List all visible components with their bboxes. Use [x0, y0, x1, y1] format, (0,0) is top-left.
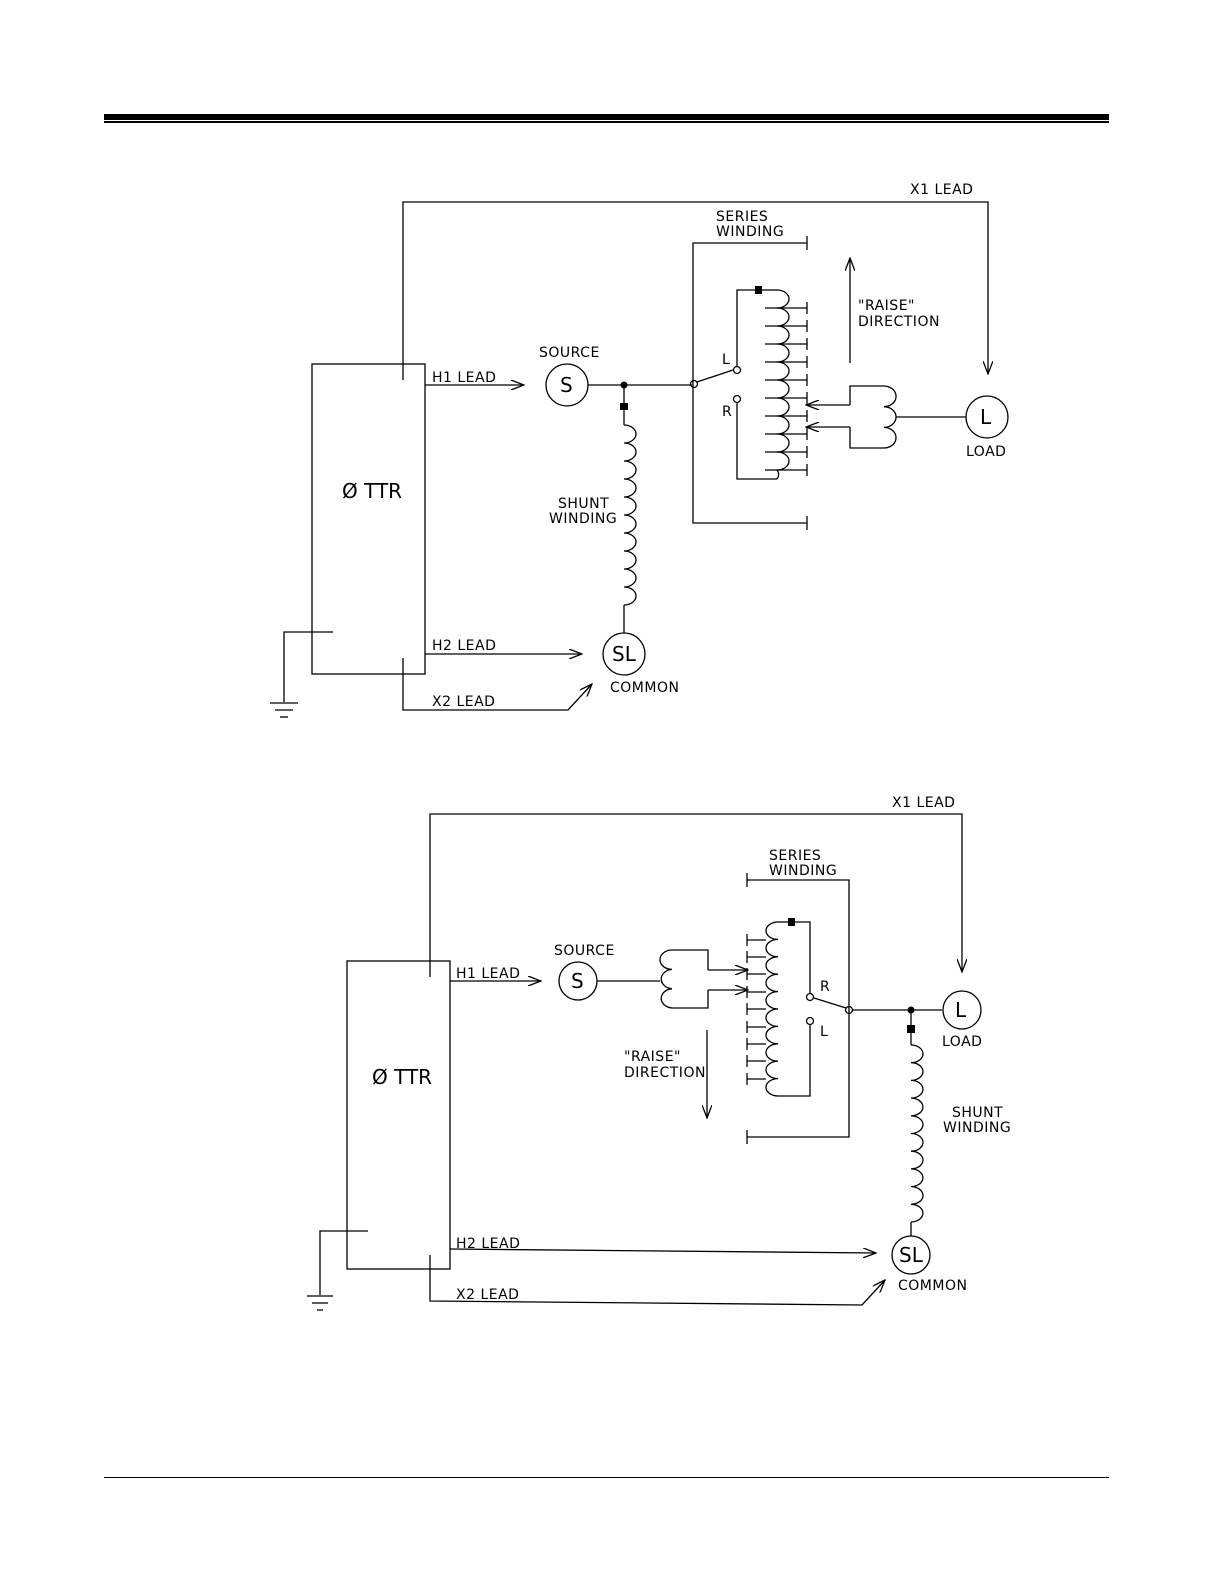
shunt-winding-label-1: SHUNT: [558, 496, 609, 512]
h1-lead-label: H1 LEAD: [432, 370, 496, 386]
switch-l-label: L: [820, 1024, 828, 1040]
load-caption: LOAD: [966, 444, 1006, 460]
h2-lead-label: H2 LEAD: [456, 1236, 520, 1252]
switch-contact-l: [807, 1018, 814, 1025]
switch-contact-r: [734, 396, 741, 403]
ttr-label: Ø TTR: [372, 1065, 432, 1089]
series-winding-coil: [766, 922, 778, 1096]
common-caption: COMMON: [610, 680, 679, 696]
series-winding-label-2: WINDING: [716, 224, 784, 240]
h2-lead-label: H2 LEAD: [432, 638, 496, 654]
ttr-box: [312, 364, 425, 674]
switch-blade: [697, 370, 733, 382]
x1-lead-wire: [430, 814, 962, 977]
source-symbol: S: [571, 969, 584, 993]
polarity-mark: [620, 403, 628, 410]
switch-pivot: [691, 381, 698, 388]
ttr-box: [347, 961, 450, 1269]
common-symbol: SL: [899, 1243, 924, 1267]
switch-contact-r: [807, 994, 814, 1001]
raise-label-2: DIRECTION: [624, 1065, 706, 1081]
switch-r-label: R: [820, 979, 830, 995]
diagram-top: Ø TTR X1 LEAD H1 LEAD S SOURCE: [270, 182, 1008, 717]
shunt-winding-coil: [624, 425, 636, 605]
x1-lead-wire: [403, 202, 988, 380]
x2-lead-label: X2 LEAD: [432, 694, 495, 710]
series-taps: [765, 302, 807, 476]
source-symbol: S: [560, 373, 573, 397]
shunt-winding-coil: [911, 1045, 923, 1222]
preventive-autotransformer-coil: [660, 950, 672, 1008]
series-taps: [747, 934, 766, 1085]
raise-label-2: DIRECTION: [858, 314, 940, 330]
ground-icon: [307, 1231, 368, 1310]
load-symbol: L: [955, 998, 967, 1022]
raise-label-1: "RAISE": [624, 1049, 681, 1065]
shunt-winding-label-2: WINDING: [549, 511, 617, 527]
x2-lead-label: X2 LEAD: [456, 1287, 519, 1303]
switch-r-label: R: [722, 404, 732, 420]
ttr-label: Ø TTR: [342, 479, 402, 503]
load-caption: LOAD: [942, 1034, 982, 1050]
h1-lead-label: H1 LEAD: [456, 966, 520, 982]
shunt-winding-label-1: SHUNT: [952, 1105, 1003, 1121]
x1-lead-label: X1 LEAD: [910, 182, 973, 198]
series-winding-coil: [777, 290, 789, 479]
raise-label-1: "RAISE": [858, 298, 915, 314]
series-winding-label-1: SERIES: [769, 848, 821, 864]
switch-blade: [814, 998, 846, 1008]
diagram-bottom: Ø TTR X1 LEAD H1 LEAD S SOURCE: [307, 795, 1011, 1310]
polarity-mark: [907, 1025, 915, 1033]
switch-l-label: L: [722, 352, 730, 368]
series-winding-label-2: WINDING: [769, 863, 837, 879]
series-winding-label-1: SERIES: [716, 209, 768, 225]
load-symbol: L: [980, 405, 992, 429]
preventive-autotransformer-coil: [884, 386, 896, 448]
common-symbol: SL: [612, 642, 637, 666]
series-polarity-mark: [755, 286, 762, 294]
source-caption: SOURCE: [554, 943, 615, 959]
x1-lead-label: X1 LEAD: [892, 795, 955, 811]
common-caption: COMMON: [898, 1278, 967, 1294]
switch-contact-l: [734, 367, 741, 374]
series-winding-bracket: [693, 243, 807, 523]
shunt-winding-label-2: WINDING: [943, 1120, 1011, 1136]
series-polarity-mark: [788, 918, 795, 926]
source-caption: SOURCE: [539, 345, 600, 361]
